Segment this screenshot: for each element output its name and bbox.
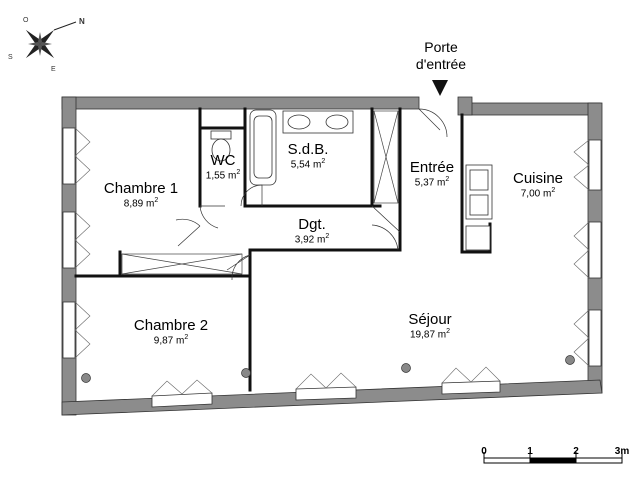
room-name: Entrée (409, 159, 455, 176)
room-name: Chambre 2 (133, 317, 209, 334)
room-area: 19,87 m2 (409, 328, 451, 341)
doors (175, 108, 448, 281)
windows (62, 127, 602, 408)
room-name: Dgt. (298, 216, 326, 233)
scale-label-0: 0 (481, 446, 487, 457)
compass-east: E (51, 66, 56, 73)
compass-west: O (23, 17, 29, 24)
scale-label-2: 2 (573, 446, 579, 457)
compass-north: N (79, 17, 85, 26)
compass-south: S (8, 54, 13, 61)
bathroom-fixtures (210, 109, 493, 251)
outer-walls (61, 96, 603, 416)
room-chambre-2: Chambre 2 9,87 m2 (134, 317, 208, 346)
room-chambre-1: Chambre 1 8,89 m2 (104, 180, 178, 209)
scale-bar (483, 452, 623, 464)
compass-rose (25, 21, 77, 59)
room-area: 1,55 m2 (205, 169, 241, 182)
radiators (81, 355, 575, 383)
entrance-label: Porte d'entrée (416, 39, 466, 73)
room-entree: Entrée 5,37 m2 (410, 159, 454, 188)
entrance-label-line2: d'entrée (415, 56, 467, 72)
scale-label-1: 1 (527, 446, 533, 457)
room-area: 8,89 m2 (123, 197, 159, 210)
room-area: 3,92 m2 (294, 233, 330, 246)
room-sdb: S.d.B. 5,54 m2 (288, 141, 329, 170)
scale-label-3m: 3m (614, 446, 630, 457)
room-area: 5,54 m2 (290, 158, 326, 171)
room-name: Séjour (408, 311, 452, 328)
room-wc: WC 1,55 m2 (206, 152, 240, 181)
entrance-arrow-icon (432, 80, 448, 96)
room-dgt: Dgt. 3,92 m2 (295, 216, 329, 245)
room-area: 9,87 m2 (153, 334, 189, 347)
room-name: Cuisine (512, 170, 564, 187)
room-sejour: Séjour 19,87 m2 (408, 311, 451, 340)
room-cuisine: Cuisine 7,00 m2 (513, 170, 563, 199)
room-name: WC (210, 152, 236, 169)
room-name: S.d.B. (287, 141, 329, 158)
room-area: 5,37 m2 (414, 176, 450, 189)
entrance-label-line1: Porte (424, 39, 458, 55)
room-name: Chambre 1 (103, 180, 179, 197)
room-area: 7,00 m2 (520, 187, 556, 200)
interior-walls (74, 107, 492, 392)
